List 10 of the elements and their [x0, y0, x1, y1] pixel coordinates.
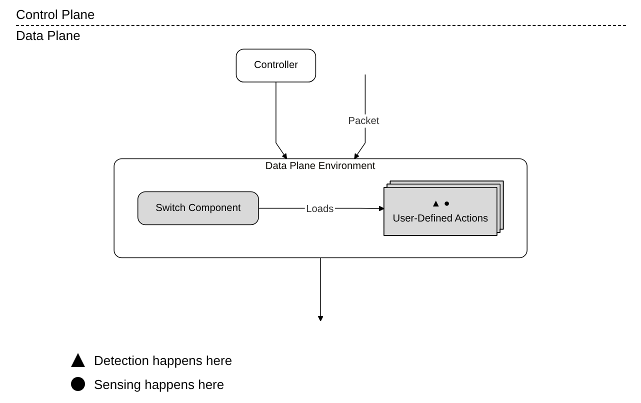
plane-label: Control Plane: [16, 6, 96, 24]
node-box: Switch Component: [137, 191, 259, 226]
plane-label: Data Plane: [16, 27, 82, 45]
legend-label: Detection happens here: [94, 352, 232, 368]
edge-label: Loads: [306, 204, 334, 215]
arrow: [276, 82, 287, 160]
legend-label: Sensing happens here: [94, 376, 224, 392]
edge-label: Packet: [348, 116, 380, 127]
arrow: [318, 257, 324, 322]
node-box: Controller: [236, 48, 316, 82]
